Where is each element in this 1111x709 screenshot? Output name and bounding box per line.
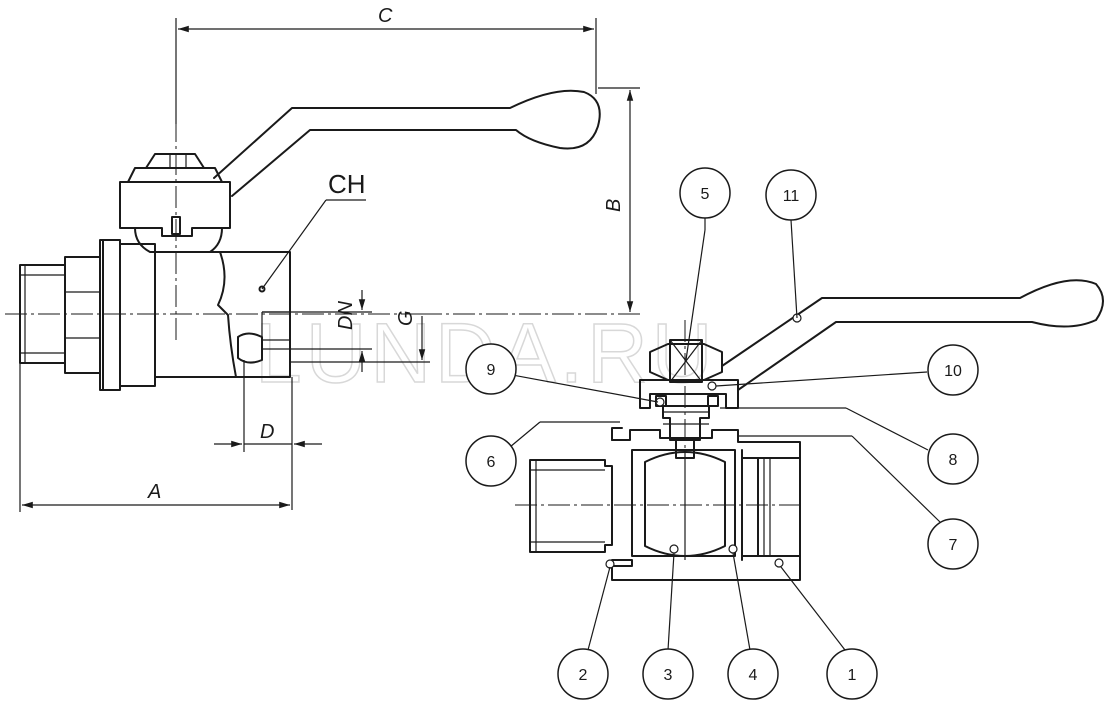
section-view — [420, 279, 1104, 581]
side-view-handle-lever — [213, 89, 601, 197]
section-male-nipple — [529, 459, 613, 553]
dimension-g-label: G — [395, 310, 417, 326]
body-collar — [99, 239, 156, 391]
callout-6: 6 — [465, 435, 517, 487]
section-body — [611, 427, 801, 581]
section-stem-nut — [649, 339, 723, 383]
dimension-a: A — [19, 363, 290, 512]
dimension-c-label: C — [378, 5, 393, 27]
callout-7: 7 — [927, 518, 979, 570]
callout-2: 2 — [557, 648, 609, 700]
callout-4-label: 4 — [749, 667, 758, 684]
dimension-dn-label: DN — [335, 301, 357, 330]
callout-4: 4 — [727, 648, 779, 700]
callout-2-label: 2 — [579, 667, 588, 684]
callout-8-label: 8 — [949, 452, 958, 469]
callout-10-label: 10 — [944, 363, 962, 380]
dimension-b-label: B — [603, 199, 625, 212]
callout-10: 10 — [927, 344, 979, 396]
dimension-c: C — [175, 5, 597, 124]
callout-3-label: 3 — [664, 667, 673, 684]
dimension-a-label: A — [147, 481, 161, 503]
callout-5: 5 — [679, 167, 731, 219]
callout-7-label: 7 — [949, 537, 958, 554]
callout-3: 3 — [642, 648, 694, 700]
section-handle-lever — [721, 279, 1104, 391]
dimension-b: B — [598, 87, 640, 312]
ch-label: CH — [328, 169, 366, 199]
section-stem — [662, 405, 710, 459]
marker-dot-2 — [605, 559, 615, 569]
callout-11: 11 — [765, 169, 817, 221]
callout-8: 8 — [927, 433, 979, 485]
dimension-dn: DN — [262, 290, 372, 372]
callout-leaders — [506, 213, 941, 651]
stem-bonnet — [119, 153, 231, 253]
dimension-g: G — [290, 310, 430, 363]
marker-dot-4 — [728, 544, 738, 554]
dimension-d: D — [214, 360, 322, 510]
union-hex-nut — [64, 256, 101, 374]
callout-9-label: 9 — [487, 362, 496, 379]
side-view: CH C B DN G — [5, 5, 640, 512]
callout-5-label: 5 — [701, 186, 710, 203]
callout-6-label: 6 — [487, 454, 496, 471]
callout-1-label: 1 — [848, 667, 857, 684]
callout-1: 1 — [826, 648, 878, 700]
ch-leader — [261, 199, 327, 290]
marker-dot-1 — [774, 558, 784, 568]
callout-11-label: 11 — [783, 188, 800, 205]
marker-dot-10 — [707, 381, 717, 391]
section-ball — [644, 451, 726, 557]
marker-dot-3 — [669, 544, 679, 554]
callout-9: 9 — [465, 343, 517, 395]
dimension-d-label: D — [260, 421, 274, 443]
